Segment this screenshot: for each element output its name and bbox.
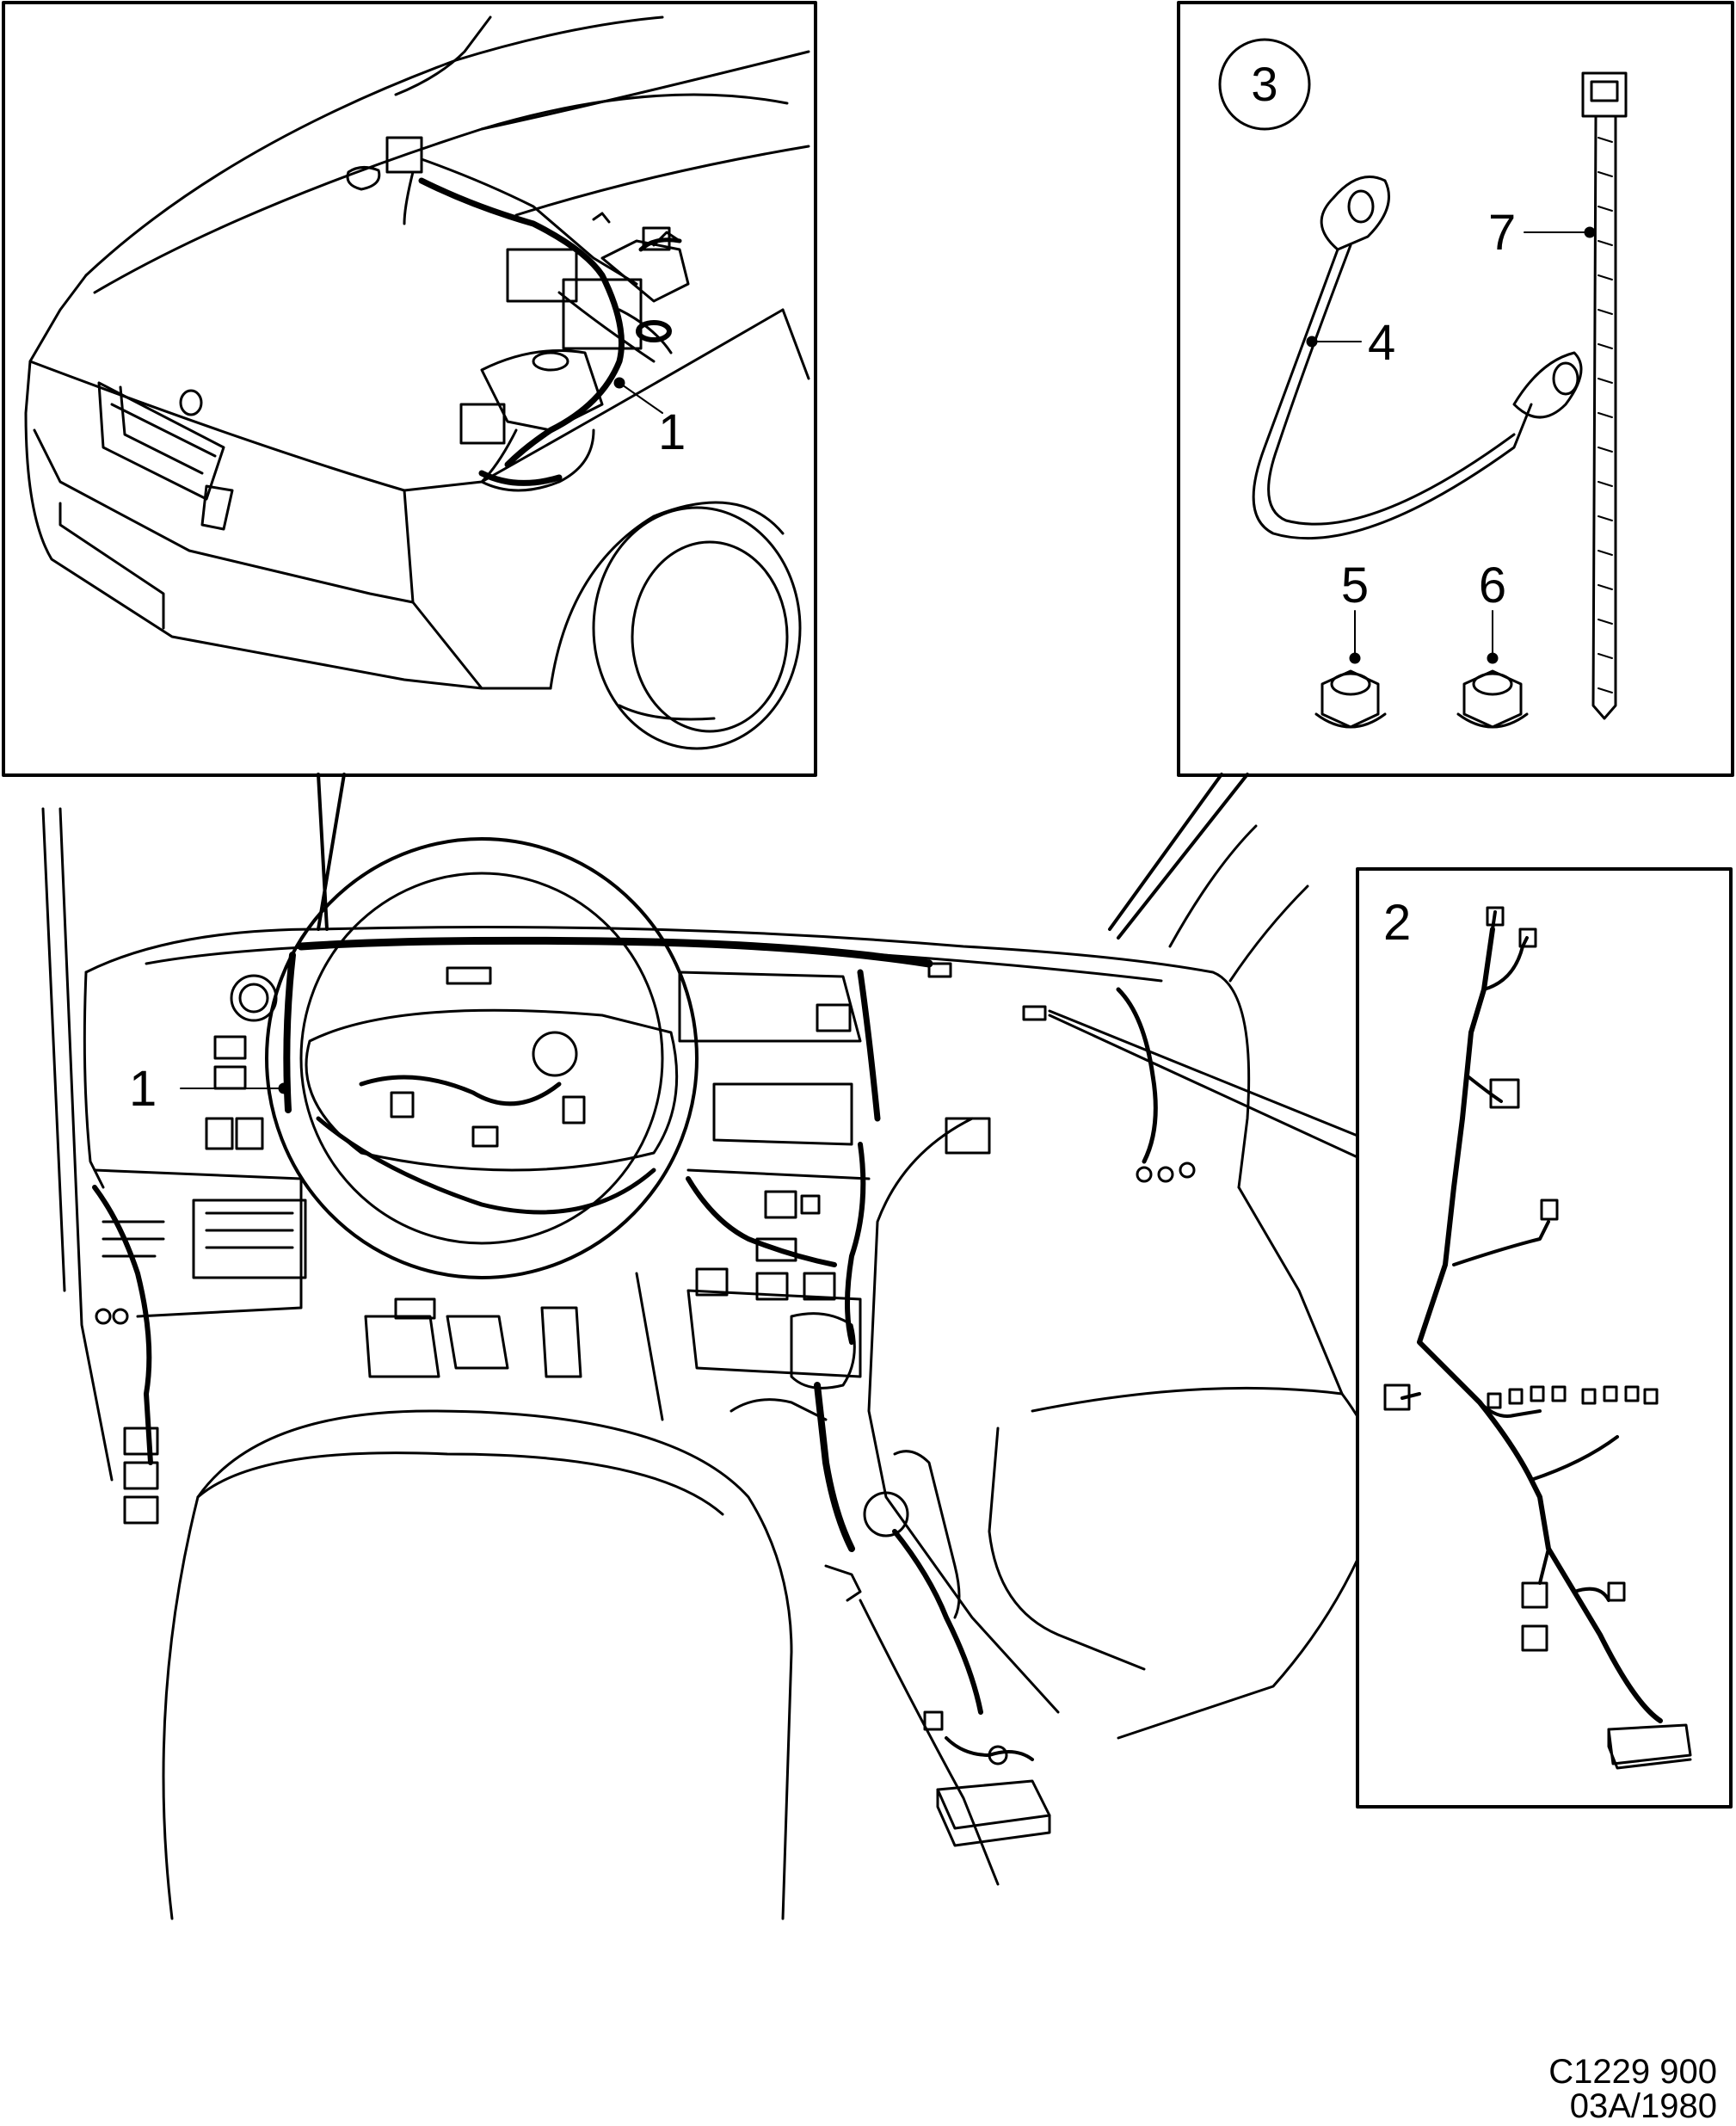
callout-cable-tie: 7 xyxy=(1488,205,1516,261)
interior-view xyxy=(41,807,1382,1920)
callout-nut-b: 6 xyxy=(1479,558,1506,613)
engine-bay-inset xyxy=(2,1,817,931)
parts-kit-inset xyxy=(1108,1,1734,940)
callout-engine-harness: 1 xyxy=(658,404,686,460)
callout-parts-kit: 3 xyxy=(1251,57,1277,111)
drawing-revision: 03A/1980 xyxy=(1569,2087,1717,2125)
drawing-number: C1229 900 xyxy=(1548,2053,1717,2091)
callout-ground-strap: 4 xyxy=(1368,315,1395,371)
callout-sub-harness: 2 xyxy=(1383,895,1411,951)
callout-nut-a: 5 xyxy=(1341,558,1369,613)
callout-dash-harness: 1 xyxy=(129,1061,157,1117)
sub-harness-inset xyxy=(1356,867,1733,1809)
